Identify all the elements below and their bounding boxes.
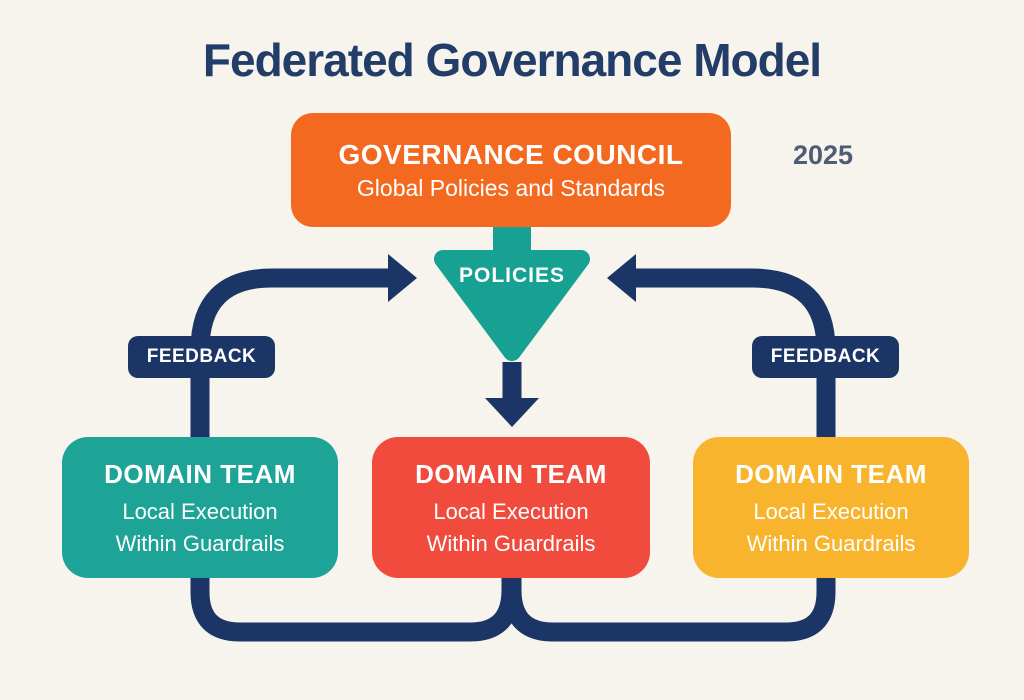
domain-team-title: DOMAIN TEAM (415, 458, 607, 489)
year-label: 2025 (792, 140, 854, 170)
domain-team-line1: Local Execution (753, 498, 909, 524)
down-arrow-icon (485, 398, 539, 427)
right-arrowhead-icon (607, 254, 636, 302)
domain-team-line2: Within Guardrails (746, 530, 916, 556)
left-feedback-loop-line (190, 268, 521, 642)
domain-team-title: DOMAIN TEAM (735, 458, 927, 489)
domain-team-line1: Local Execution (122, 498, 278, 524)
page-title: Federated Governance Model (202, 34, 822, 86)
governance-council-box: GOVERNANCE COUNCIL Global Policies and S… (291, 113, 731, 227)
left-arrowhead-icon (388, 254, 417, 302)
domain-team-line2: Within Guardrails (115, 530, 285, 556)
feedback-badge-right: FEEDBACK (752, 336, 899, 378)
right-feedback-loop-line (502, 268, 836, 642)
feedback-badge-left: FEEDBACK (128, 336, 275, 378)
policies-label: POLICIES (458, 264, 566, 287)
council-subtitle: Global Policies and Standards (356, 175, 666, 201)
domain-team-line2: Within Guardrails (426, 530, 596, 556)
domain-team-line1: Local Execution (433, 498, 589, 524)
domain-team-box-right: DOMAIN TEAM Local Execution Within Guard… (693, 437, 969, 578)
domain-team-title: DOMAIN TEAM (104, 458, 296, 489)
domain-team-box-left: DOMAIN TEAM Local Execution Within Guard… (62, 437, 338, 578)
domain-team-box-center: DOMAIN TEAM Local Execution Within Guard… (372, 437, 650, 578)
policies-funnel-icon (434, 250, 590, 361)
council-title: GOVERNANCE COUNCIL (338, 139, 684, 170)
